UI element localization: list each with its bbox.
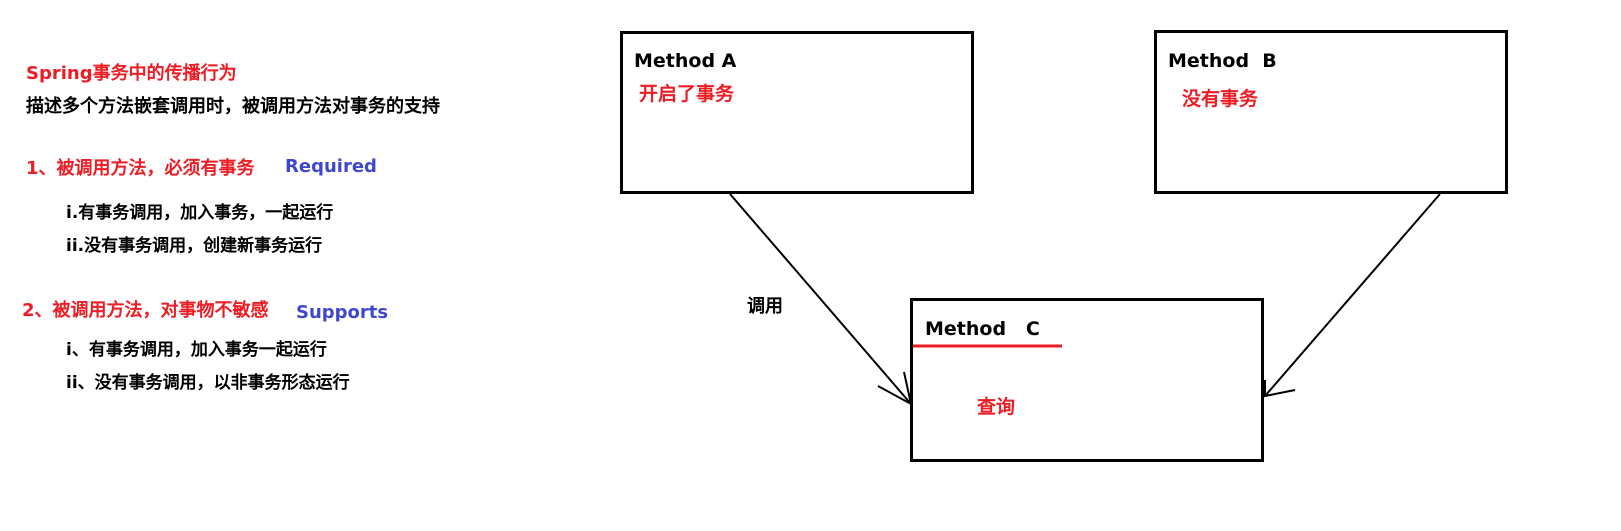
method-b-note: 没有事务: [1182, 88, 1259, 110]
rule2-name: Supports: [296, 302, 389, 323]
rule1-title: 1、被调用方法，必须有事务: [26, 158, 255, 179]
method-c-box: Method C 查询: [910, 298, 1264, 462]
method-c-title: Method C: [925, 318, 1040, 340]
heading: Spring事务中的传播行为: [26, 63, 237, 84]
call-line-a-to-c: [729, 193, 912, 405]
method-a-title: Method A: [634, 50, 737, 72]
rule2-item-2: ii、没有事务调用，以非事务形态运行: [66, 373, 350, 393]
method-b-box: Method B 没有事务: [1154, 30, 1508, 194]
method-c-note: 查询: [977, 396, 1016, 418]
description: 描述多个方法嵌套调用时，被调用方法对事务的支持: [26, 96, 440, 117]
method-a-box: Method A 开启了事务: [620, 31, 974, 194]
rule2-title: 2、被调用方法，对事物不敏感: [22, 300, 269, 321]
rule1-name: Required: [285, 156, 377, 177]
call-label: 调用: [747, 296, 783, 317]
rule2-item-1: i、有事务调用，加入事务一起运行: [66, 340, 327, 360]
method-b-title: Method B: [1168, 50, 1277, 72]
arrowhead-b-to-c-icon: [1264, 380, 1296, 398]
rule1-item-1: i.有事务调用，加入事务，一起运行: [66, 203, 334, 223]
method-a-note: 开启了事务: [639, 83, 735, 105]
call-line-b-to-c: [1264, 193, 1441, 397]
rule1-item-2: ii.没有事务调用，创建新事务运行: [66, 236, 323, 256]
